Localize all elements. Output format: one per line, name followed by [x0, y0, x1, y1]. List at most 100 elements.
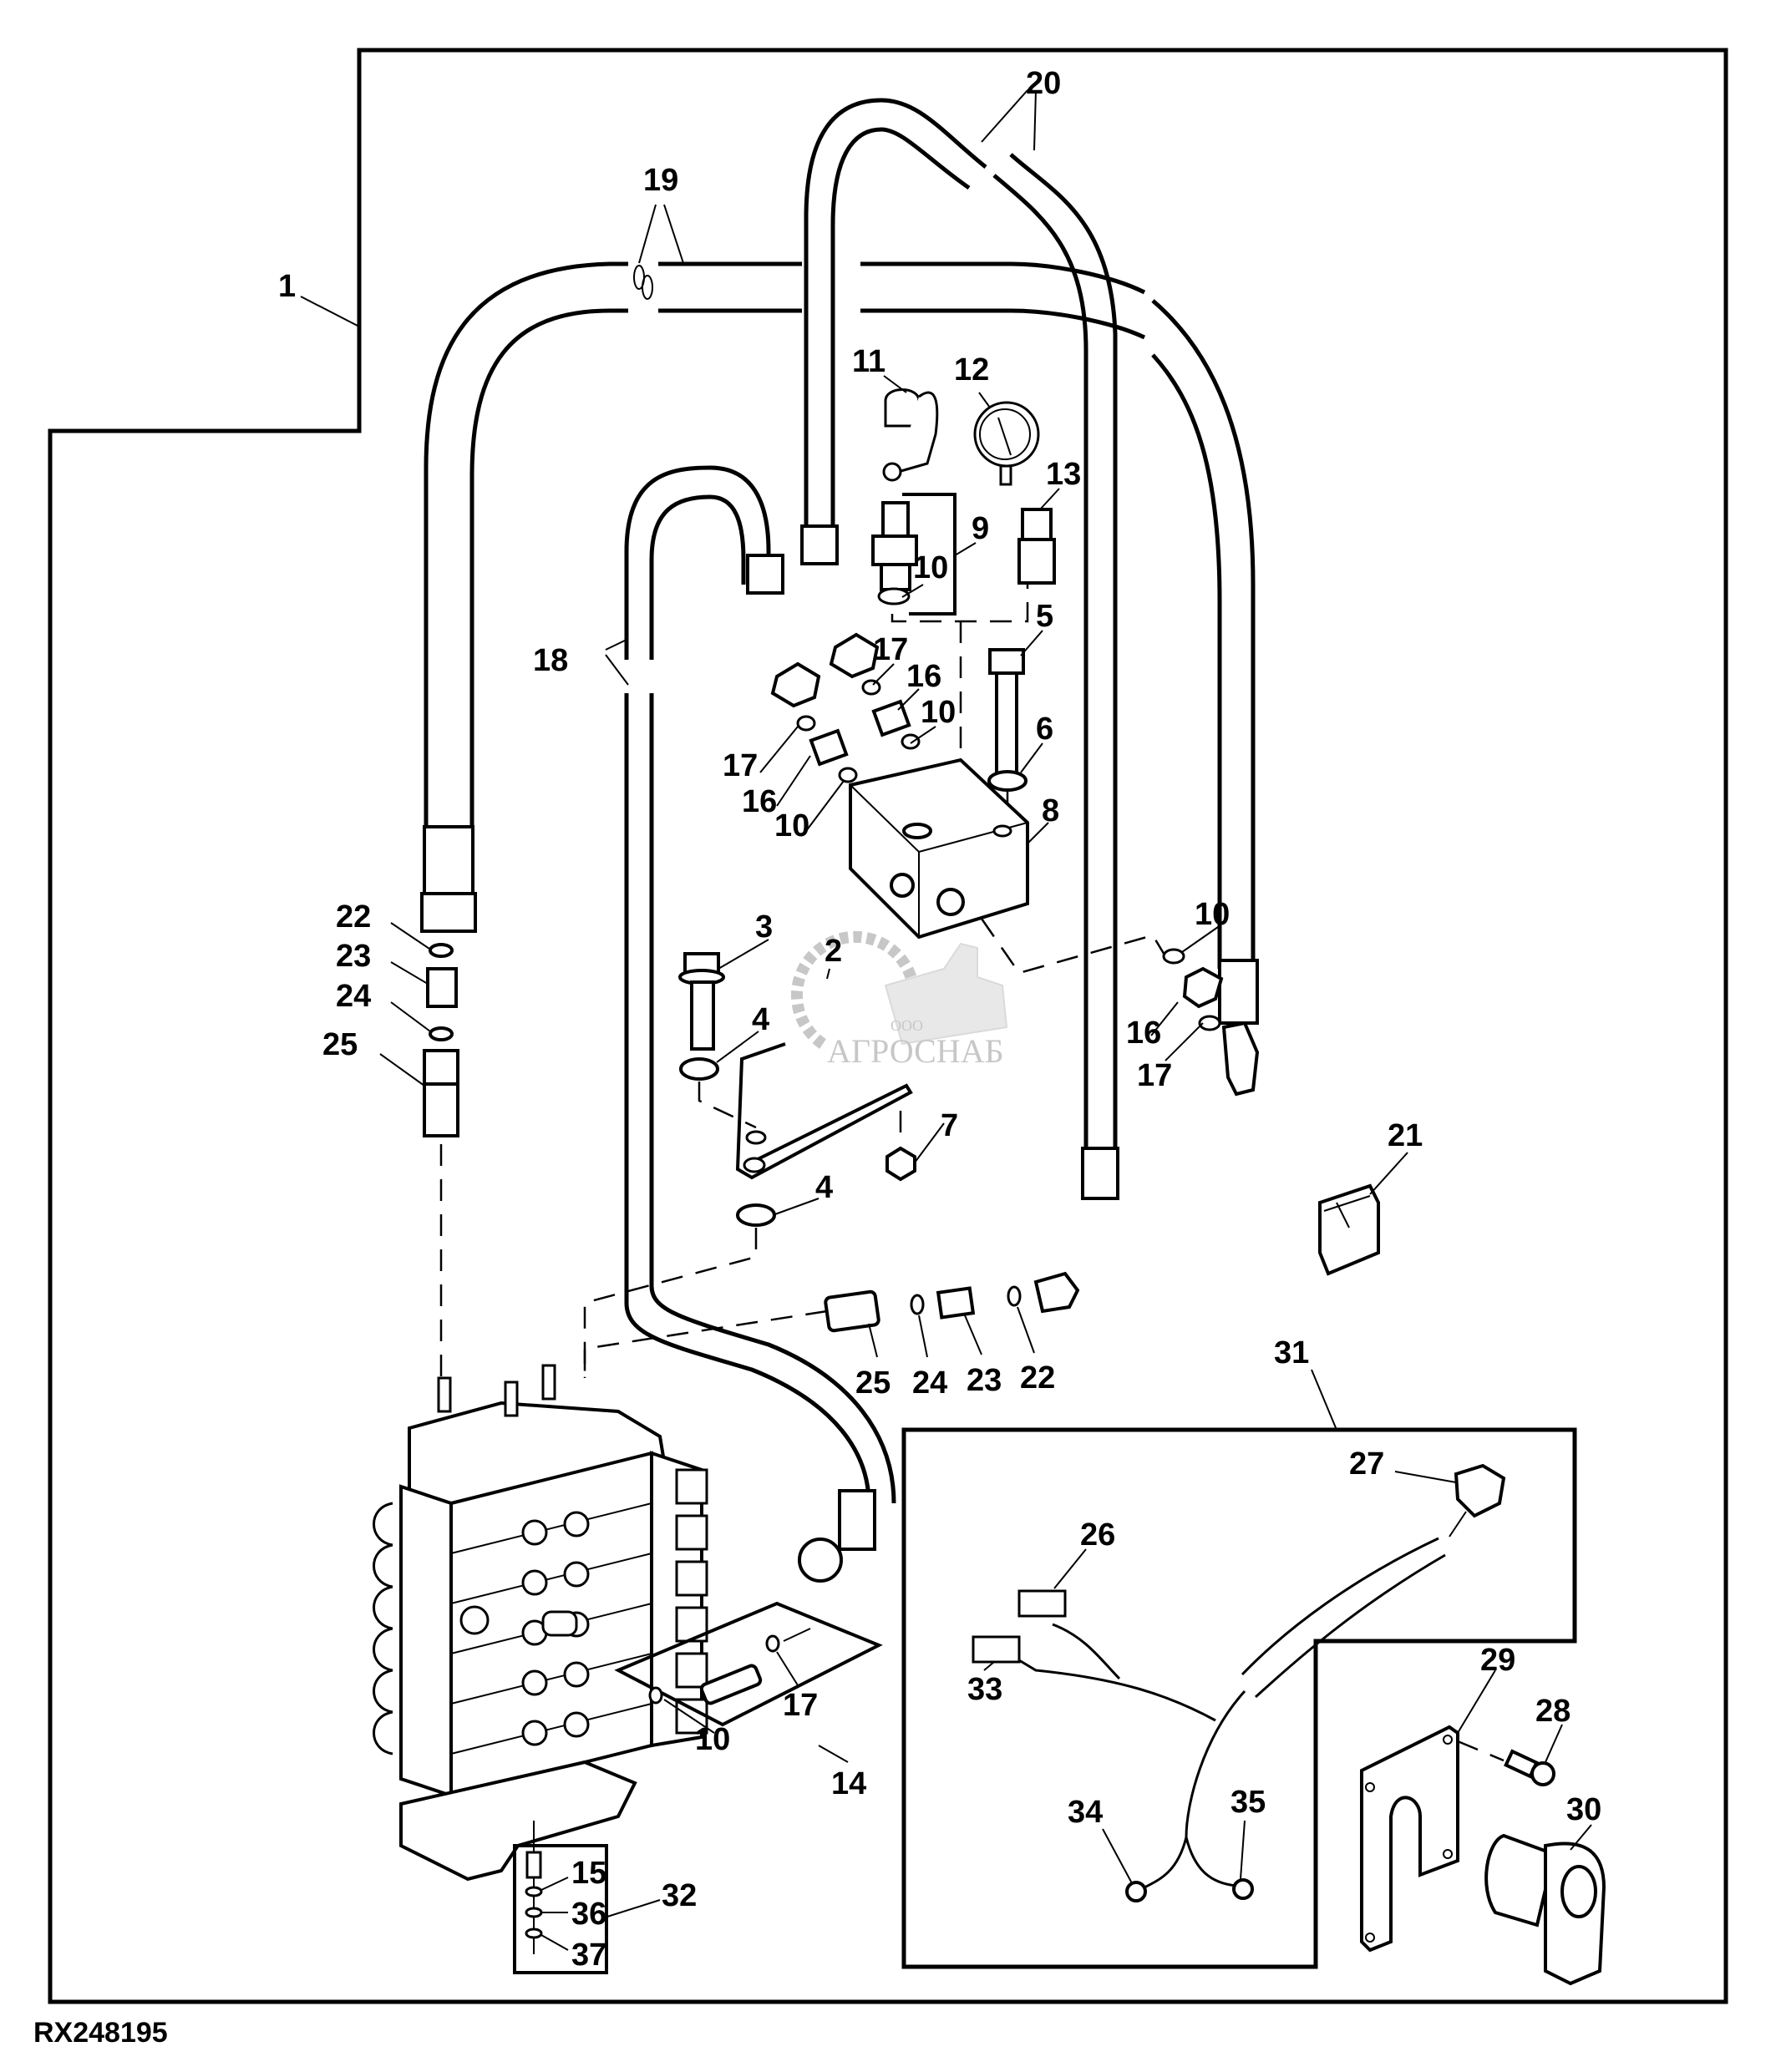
callout-35: 35 — [1231, 1785, 1266, 1820]
callout-10: 10 — [913, 550, 948, 585]
valve-sections — [450, 1502, 652, 1755]
callout-24: 24 — [336, 979, 371, 1014]
callout-25: 25 — [322, 1027, 358, 1062]
control-valve-assembly — [373, 1364, 708, 1882]
boot — [1484, 1833, 1606, 1986]
callout-11: 11 — [852, 344, 885, 379]
callout-29: 29 — [1480, 1643, 1515, 1678]
fitting-stack-left — [423, 943, 459, 1378]
hose-ferrule — [1081, 1147, 1119, 1200]
callout-17: 17 — [873, 632, 908, 667]
callout-22: 22 — [336, 899, 371, 935]
valve-side-connectors — [675, 1468, 708, 1735]
callout-3: 3 — [755, 909, 773, 945]
callout-6: 6 — [1036, 712, 1053, 747]
callout-8: 8 — [1042, 793, 1059, 828]
main-frame-outline — [48, 48, 1728, 2004]
screw — [1504, 1749, 1555, 1786]
callout-16: 16 — [742, 784, 777, 819]
fitting-stack-lower — [583, 1271, 1080, 1378]
callout-labels: 1 19 20 11 12 13 9 10 5 17 16 10 6 18 17… — [278, 66, 1601, 1973]
callout-4: 4 — [815, 1170, 833, 1205]
callout-10: 10 — [1195, 897, 1230, 932]
valve-spool-caps — [373, 1502, 393, 1755]
callout-37: 37 — [571, 1938, 606, 1973]
callout-23: 23 — [967, 1363, 1002, 1398]
callout-14: 14 — [831, 1766, 866, 1801]
leader-lines — [300, 89, 1592, 1951]
kit-9-bracket — [902, 493, 957, 616]
callout-19: 19 — [643, 163, 678, 198]
nut — [885, 1146, 916, 1182]
callout-21: 21 — [1388, 1118, 1423, 1153]
callout-17: 17 — [783, 1688, 818, 1723]
plug-kit-box — [513, 1844, 608, 1974]
hose-18 — [624, 465, 896, 1504]
callout-10: 10 — [695, 1722, 730, 1757]
callout-28: 28 — [1535, 1694, 1570, 1729]
cartridge-kit-outline — [614, 1601, 883, 1727]
connector-26-body — [1017, 1589, 1067, 1618]
callout-1: 1 — [278, 269, 296, 304]
test-port — [871, 501, 918, 605]
callout-22: 22 — [1020, 1360, 1055, 1396]
callout-7: 7 — [941, 1108, 958, 1143]
callout-4: 4 — [752, 1002, 769, 1037]
callout-36: 36 — [571, 1897, 606, 1932]
callout-18: 18 — [533, 643, 568, 678]
callout-34: 34 — [1068, 1795, 1103, 1830]
callout-23: 23 — [336, 939, 371, 974]
callout-31: 31 — [1274, 1335, 1309, 1370]
callout-15: 15 — [571, 1856, 606, 1891]
hose-ferrule — [1218, 959, 1259, 1025]
watermark-logo: ООО АГРОСНАБ — [790, 930, 1008, 1070]
hose-ferrule — [423, 825, 474, 895]
callout-5: 5 — [1036, 599, 1053, 634]
hose-20 — [804, 98, 1118, 1153]
callout-16: 16 — [906, 659, 941, 694]
mounting-bracket — [735, 1042, 913, 1180]
callout-32: 32 — [662, 1878, 697, 1913]
mounting-plate — [1360, 1725, 1459, 1953]
manifold-block — [849, 757, 1029, 940]
callout-9: 9 — [972, 511, 989, 546]
rocker-switch — [1318, 1183, 1380, 1276]
hose-ferrule — [800, 524, 839, 565]
callout-16: 16 — [1126, 1016, 1161, 1051]
callout-20: 20 — [1026, 66, 1061, 101]
adapter-set-right — [980, 918, 1260, 1097]
flange-bolt — [678, 952, 725, 1051]
wiring-harness — [1014, 1463, 1506, 1889]
bolt — [988, 648, 1025, 775]
cartridge — [648, 1628, 811, 1705]
callout-27: 27 — [1349, 1446, 1384, 1482]
plug-stack — [525, 1821, 543, 1954]
harness-kit-outline — [901, 1427, 1577, 1969]
ring-terminal-35 — [1232, 1878, 1254, 1900]
dust-cap — [882, 388, 939, 482]
hose-19 — [424, 261, 1256, 969]
watermark-prefix: ООО — [891, 1017, 923, 1034]
pressure-gauge — [973, 401, 1040, 486]
watermark-harvester-icon — [884, 942, 1008, 1046]
callout-10: 10 — [921, 695, 956, 730]
callout-2: 2 — [825, 934, 842, 969]
washer — [679, 1057, 719, 1081]
hose-nut — [798, 1538, 843, 1583]
callout-25: 25 — [855, 1365, 891, 1401]
callout-30: 30 — [1566, 1792, 1601, 1827]
quick-coupler — [1017, 508, 1056, 585]
callout-24: 24 — [912, 1365, 947, 1401]
callout-17: 17 — [1137, 1058, 1172, 1093]
washer — [987, 770, 1028, 792]
hose-ferrule — [746, 554, 784, 595]
watermark-brand: АГРОСНАБ — [827, 1032, 1004, 1070]
ring-terminal-34 — [1125, 1881, 1147, 1902]
callout-26: 26 — [1080, 1517, 1115, 1553]
callout-10: 10 — [774, 808, 809, 843]
callout-12: 12 — [954, 352, 989, 388]
callout-33: 33 — [967, 1672, 1002, 1707]
washer — [736, 1203, 776, 1227]
callout-13: 13 — [1046, 457, 1081, 492]
